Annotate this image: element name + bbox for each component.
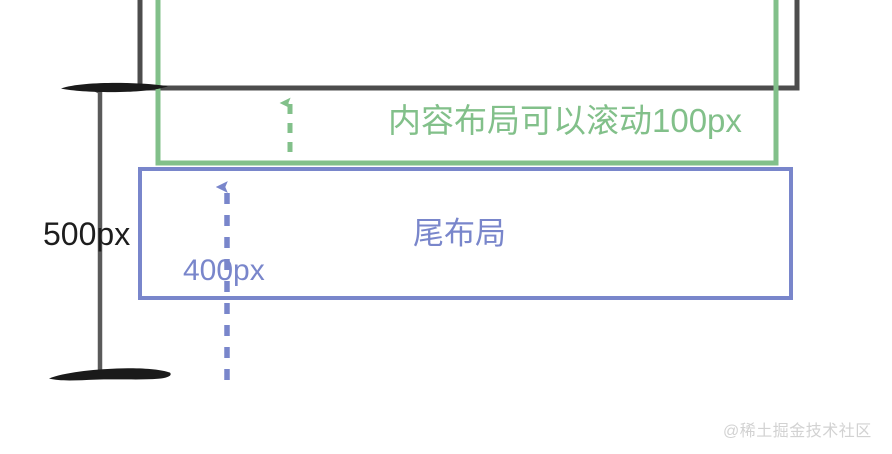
content-layout-box <box>155 0 779 166</box>
measure-500-label: 500px <box>43 216 131 252</box>
bottom-datum-ink-mark <box>49 368 171 381</box>
top-datum-ink-mark <box>61 82 168 93</box>
tail-layout-box <box>138 167 793 300</box>
tail-layout-label: 尾布局 <box>413 216 506 251</box>
content-scroll-label: 内容布局可以滚动100px <box>388 102 742 139</box>
watermark: @稀土掘金技术社区 <box>723 423 872 440</box>
measure-400-label: 400px <box>183 254 265 287</box>
outer-frame-box <box>137 0 800 91</box>
